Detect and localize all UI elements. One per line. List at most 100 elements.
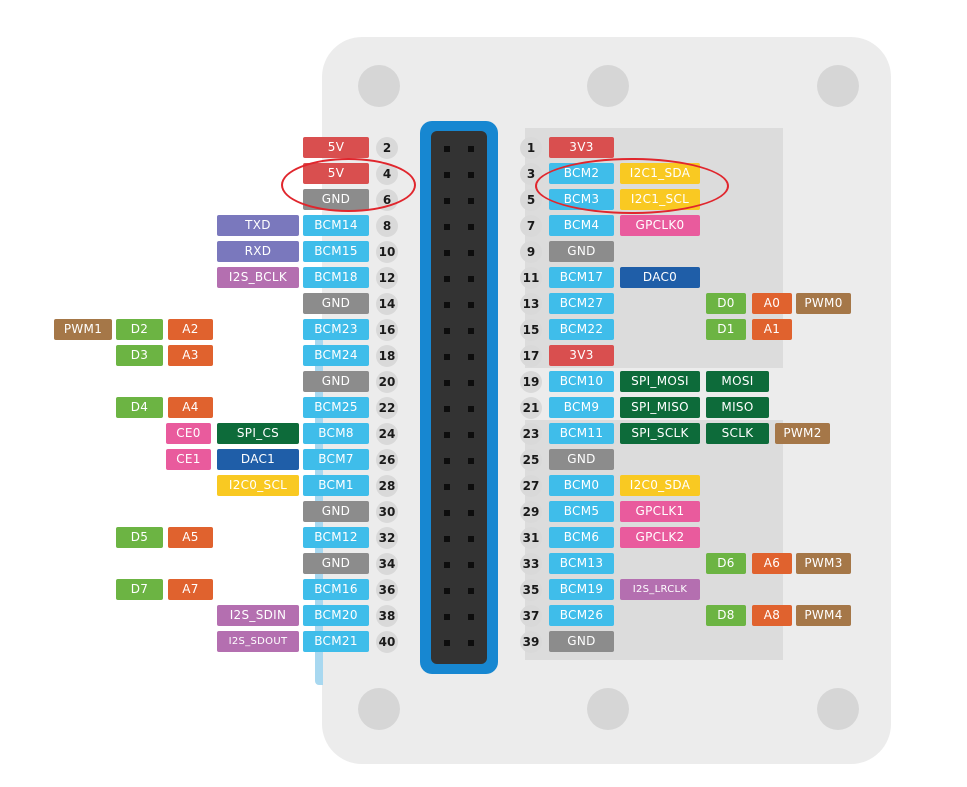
header-pin-32 <box>468 536 474 542</box>
pin-number-15: 15 <box>520 319 542 341</box>
pin-number-7: 7 <box>520 215 542 237</box>
pin-number-39: 39 <box>520 631 542 653</box>
pin-26-label-ce1: CE1 <box>166 449 211 470</box>
header-pin-36 <box>468 588 474 594</box>
mounting-hole-top-left <box>358 65 400 107</box>
mounting-hole-bottom-left <box>358 688 400 730</box>
pin-33-label-a6: A6 <box>752 553 792 574</box>
pin-number-24: 24 <box>376 423 398 445</box>
pin-38-label-bcm20: BCM20 <box>303 605 369 626</box>
header-pin-1 <box>444 146 450 152</box>
gpio-header <box>431 131 487 664</box>
pin-29-label-gpclk1: GPCLK1 <box>620 501 700 522</box>
pin-14-label-gnd: GND <box>303 293 369 314</box>
pin-30-label-gnd: GND <box>303 501 369 522</box>
pin-22-label-d4: D4 <box>116 397 163 418</box>
pin-36-label-a7: A7 <box>168 579 213 600</box>
pin-29-label-bcm5: BCM5 <box>549 501 614 522</box>
pin-15-label-bcm22: BCM22 <box>549 319 614 340</box>
pin-19-label-mosi: MOSI <box>706 371 769 392</box>
header-pin-3 <box>444 172 450 178</box>
pin-12-label-bcm18: BCM18 <box>303 267 369 288</box>
header-pin-5 <box>444 198 450 204</box>
pin-number-29: 29 <box>520 501 542 523</box>
header-pin-19 <box>444 380 450 386</box>
pin-number-36: 36 <box>376 579 398 601</box>
pin-16-label-d2: D2 <box>116 319 163 340</box>
pin-11-label-dac0: DAC0 <box>620 267 700 288</box>
pin-37-label-a8: A8 <box>752 605 792 626</box>
pin-27-label-bcm0: BCM0 <box>549 475 614 496</box>
header-pin-30 <box>468 510 474 516</box>
pin-25-label-gnd: GND <box>549 449 614 470</box>
pin-24-label-spi-cs: SPI_CS <box>217 423 299 444</box>
pin-number-31: 31 <box>520 527 542 549</box>
header-pin-26 <box>468 458 474 464</box>
header-pin-6 <box>468 198 474 204</box>
pin-31-label-bcm6: BCM6 <box>549 527 614 548</box>
header-pin-17 <box>444 354 450 360</box>
header-pin-29 <box>444 510 450 516</box>
pin-28-label-bcm1: BCM1 <box>303 475 369 496</box>
pin-8-label-bcm14: BCM14 <box>303 215 369 236</box>
pin-28-label-i2c0-scl: I2C0_SCL <box>217 475 299 496</box>
pin-number-8: 8 <box>376 215 398 237</box>
pin-33-label-bcm13: BCM13 <box>549 553 614 574</box>
header-pin-21 <box>444 406 450 412</box>
header-pin-10 <box>468 250 474 256</box>
header-pin-14 <box>468 302 474 308</box>
pin-number-9: 9 <box>520 241 542 263</box>
pin-37-label-bcm26: BCM26 <box>549 605 614 626</box>
pin-16-label-bcm23: BCM23 <box>303 319 369 340</box>
pin-16-label-pwm1: PWM1 <box>54 319 112 340</box>
mounting-hole-bottom-center <box>587 688 629 730</box>
mounting-hole-top-right <box>817 65 859 107</box>
pin-31-label-gpclk2: GPCLK2 <box>620 527 700 548</box>
pin-39-label-gnd: GND <box>549 631 614 652</box>
header-pin-4 <box>468 172 474 178</box>
highlight-ellipse-i2c1 <box>535 158 729 214</box>
pin-10-label-bcm15: BCM15 <box>303 241 369 262</box>
pin-23-label-bcm11: BCM11 <box>549 423 614 444</box>
header-pin-12 <box>468 276 474 282</box>
mounting-hole-top-center <box>587 65 629 107</box>
pin-number-12: 12 <box>376 267 398 289</box>
pin-number-26: 26 <box>376 449 398 471</box>
header-pin-22 <box>468 406 474 412</box>
pin-20-label-gnd: GND <box>303 371 369 392</box>
header-pin-20 <box>468 380 474 386</box>
pin-13-label-bcm27: BCM27 <box>549 293 614 314</box>
pin-number-19: 19 <box>520 371 542 393</box>
header-pin-18 <box>468 354 474 360</box>
header-pin-25 <box>444 458 450 464</box>
pin-number-38: 38 <box>376 605 398 627</box>
pin-15-label-d1: D1 <box>706 319 746 340</box>
pin-2-label-5v: 5V <box>303 137 369 158</box>
header-pin-38 <box>468 614 474 620</box>
pin-number-35: 35 <box>520 579 542 601</box>
pin-number-13: 13 <box>520 293 542 315</box>
pin-23-label-sclk: SCLK <box>706 423 769 444</box>
pin-number-20: 20 <box>376 371 398 393</box>
pin-26-label-bcm7: BCM7 <box>303 449 369 470</box>
pin-13-label-pwm0: PWM0 <box>796 293 851 314</box>
pin-number-23: 23 <box>520 423 542 445</box>
header-pin-27 <box>444 484 450 490</box>
pin-number-34: 34 <box>376 553 398 575</box>
pin-18-label-d3: D3 <box>116 345 163 366</box>
header-pin-31 <box>444 536 450 542</box>
pin-number-22: 22 <box>376 397 398 419</box>
pin-13-label-d0: D0 <box>706 293 746 314</box>
pin-26-label-dac1: DAC1 <box>217 449 299 470</box>
pin-number-37: 37 <box>520 605 542 627</box>
pin-38-label-i2s-sdin: I2S_SDIN <box>217 605 299 626</box>
pin-number-27: 27 <box>520 475 542 497</box>
pin-18-label-bcm24: BCM24 <box>303 345 369 366</box>
pin-21-label-miso: MISO <box>706 397 769 418</box>
pin-24-label-ce0: CE0 <box>166 423 211 444</box>
pin-23-label-spi-sclk: SPI_SCLK <box>620 423 700 444</box>
pin-16-label-a2: A2 <box>168 319 213 340</box>
pin-10-label-rxd: RXD <box>217 241 299 262</box>
pin-7-label-bcm4: BCM4 <box>549 215 614 236</box>
pin-number-14: 14 <box>376 293 398 315</box>
